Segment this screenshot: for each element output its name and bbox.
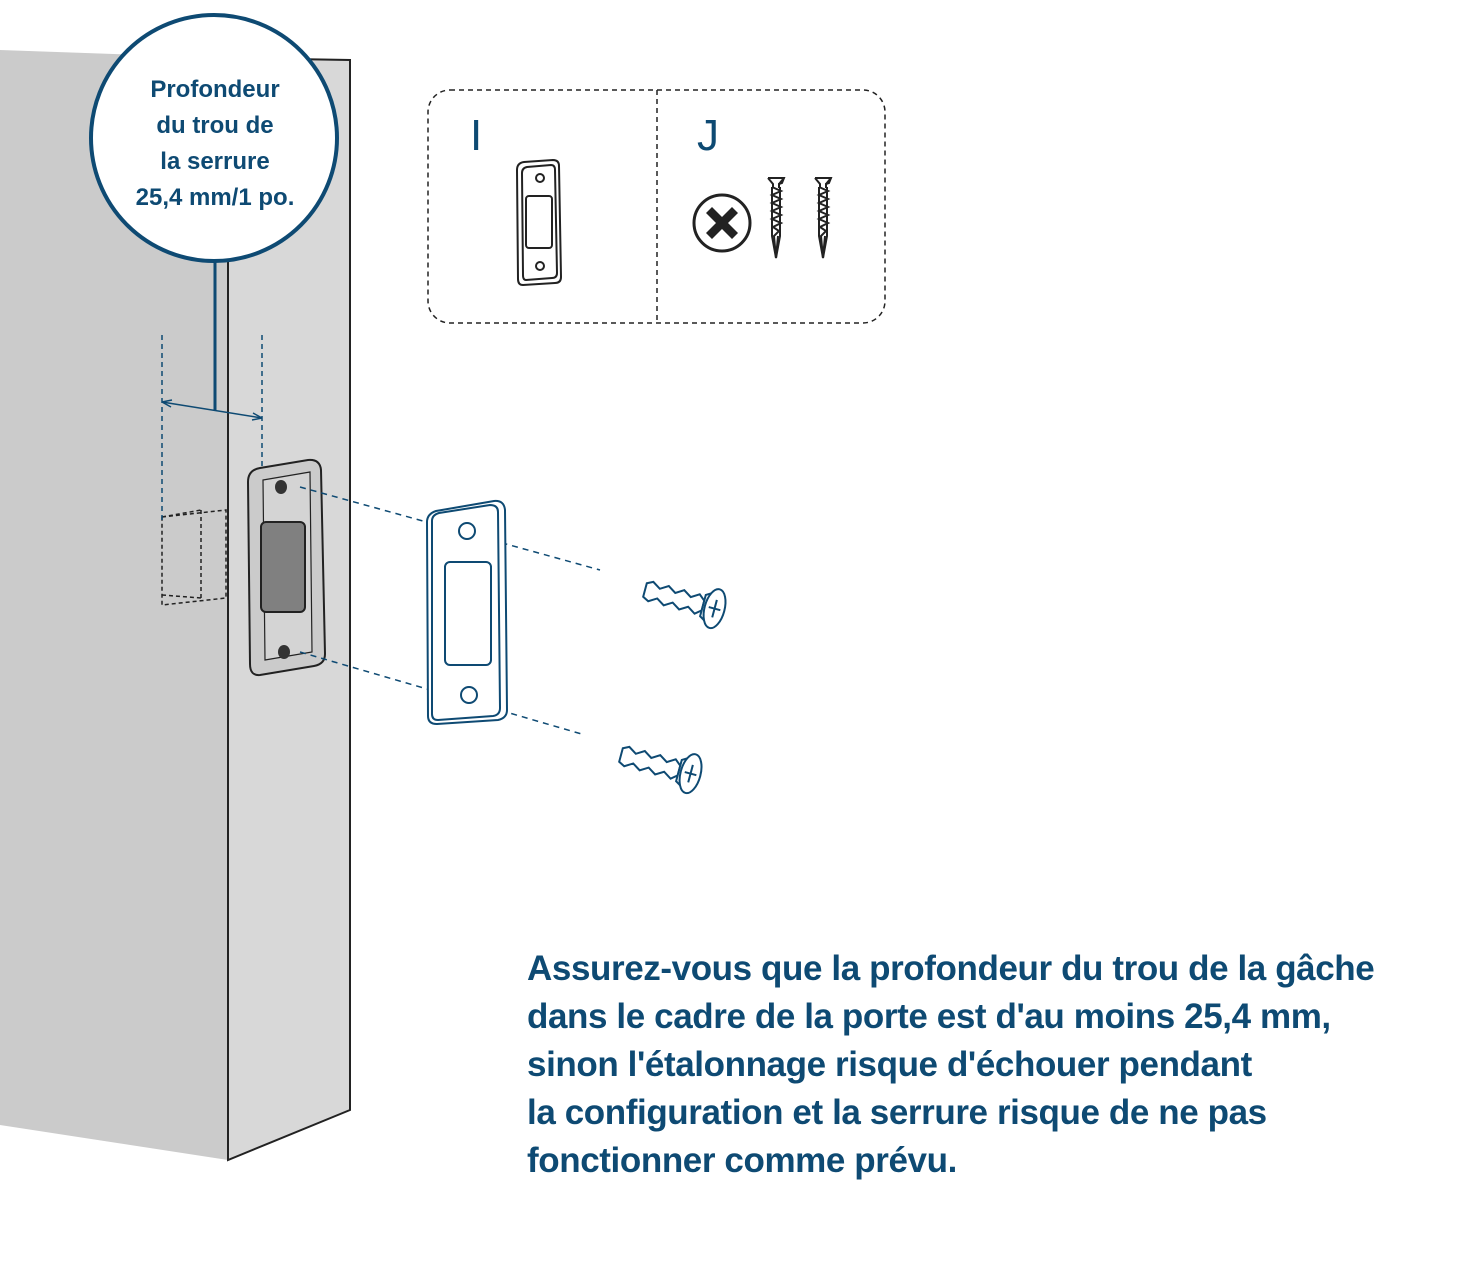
callout-line: la serrure	[160, 148, 270, 175]
depth-callout-circle	[89, 13, 339, 263]
wood-screw-icon	[767, 177, 785, 259]
note-line: sinon l'étalonnage risque d'échouer pend…	[527, 1045, 1252, 1084]
installed-strike-plate	[246, 458, 327, 677]
note-line: la configuration et la serrure risque de…	[527, 1093, 1267, 1132]
strike-plate	[425, 499, 509, 726]
part-i-label: I	[470, 111, 483, 160]
mortise-hole	[161, 509, 227, 606]
wood-screw-icon	[814, 177, 832, 259]
part-j-label: J	[697, 111, 719, 160]
callout-line: Profondeur	[150, 76, 280, 103]
callout-line: du trou de	[156, 112, 274, 139]
note-line: Assurez-vous que la profondeur du trou d…	[527, 949, 1375, 988]
phillips-screwdriver-icon	[692, 193, 752, 253]
note-line: dans le cadre de la porte est d'au moins…	[527, 997, 1331, 1036]
parts-box	[427, 89, 886, 324]
screw-icon	[614, 734, 707, 797]
note-line: fonctionner comme prévu.	[527, 1141, 957, 1180]
depth-callout-label: Profondeur du trou de la serrure 25,4 mm…	[95, 72, 335, 216]
depth-dimension	[161, 258, 263, 525]
instruction-note: Assurez-vous que la profondeur du trou d…	[527, 945, 1447, 1185]
screw-icon	[638, 569, 731, 632]
callout-line: 25,4 mm/1 po.	[135, 184, 295, 211]
strike-plate-icon	[515, 158, 563, 287]
